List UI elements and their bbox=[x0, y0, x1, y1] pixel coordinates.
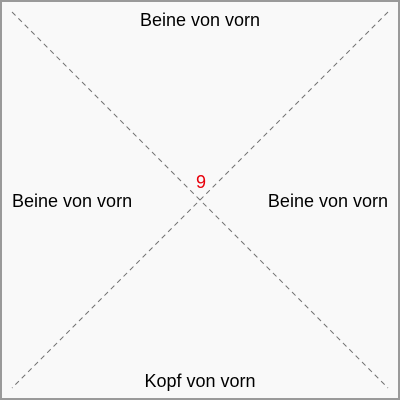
left-label: Beine von vorn bbox=[12, 191, 133, 211]
diagonal-line-tr-bl bbox=[11, 11, 389, 389]
top-label: Beine von vorn bbox=[139, 10, 261, 30]
center-number: 9 bbox=[195, 172, 206, 192]
right-label: Beine von vorn bbox=[267, 191, 388, 211]
bottom-label: Kopf von vorn bbox=[144, 371, 256, 391]
